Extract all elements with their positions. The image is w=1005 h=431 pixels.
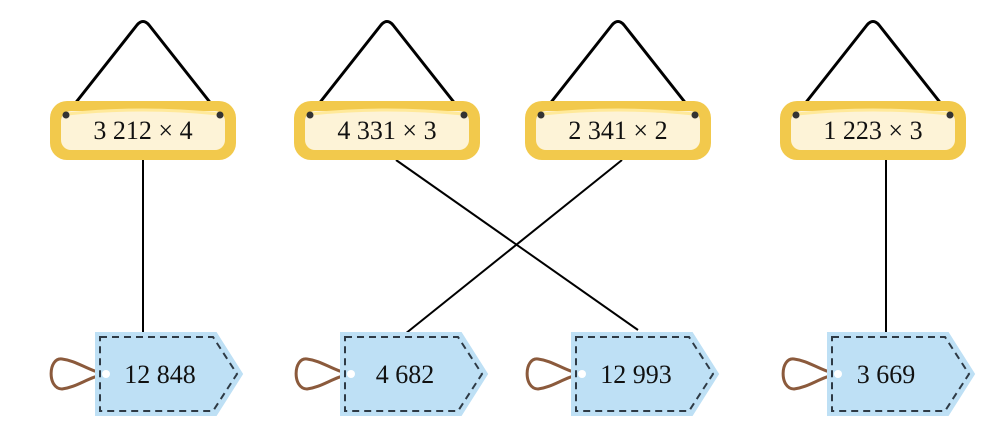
expression-label: 1 223 × 3	[823, 116, 922, 145]
plate-nail	[216, 111, 224, 119]
plate-nail	[62, 111, 70, 119]
expression-plate-1[interactable]: 3 212 × 4	[50, 20, 236, 161]
tag-body	[95, 332, 244, 416]
connector-lines	[142, 159, 887, 335]
tag-border	[99, 336, 239, 412]
plate-nail	[946, 111, 954, 119]
expression-label: 4 331 × 3	[337, 116, 436, 145]
plate-nail	[306, 111, 314, 119]
hanger-string	[539, 20, 697, 116]
tag-border	[344, 336, 484, 412]
result-tag-3[interactable]: 12 993	[525, 332, 720, 416]
expression-plate-2[interactable]: 4 331 × 3	[294, 20, 480, 161]
expression-label: 2 341 × 2	[568, 116, 667, 145]
expression-label: 3 212 × 4	[93, 116, 192, 145]
tag-loop	[781, 357, 839, 391]
tag-hole	[102, 370, 110, 378]
plate-face	[61, 111, 225, 150]
plate-highlight	[541, 108, 695, 116]
plate-highlight	[310, 108, 464, 116]
plate-face	[305, 111, 469, 150]
tag-body	[340, 332, 489, 416]
plate-face	[536, 111, 700, 150]
plate-nail	[460, 111, 468, 119]
connector-line-3	[404, 159, 623, 335]
hanger-string	[64, 20, 222, 116]
result-tag-2[interactable]: 4 682	[294, 332, 489, 416]
plate-nail	[691, 111, 699, 119]
tag-loop	[294, 357, 352, 391]
plate-highlight	[66, 108, 220, 116]
tag-hole	[834, 370, 842, 378]
plate-nail	[792, 111, 800, 119]
result-label: 4 682	[376, 360, 435, 389]
expression-plate-3[interactable]: 2 341 × 2	[525, 20, 711, 161]
result-tag-4[interactable]: 3 669	[781, 332, 976, 416]
tag-body	[827, 332, 976, 416]
tag-loop	[525, 357, 583, 391]
result-label: 12 848	[124, 360, 196, 389]
plate-face	[791, 111, 955, 150]
plate-highlight	[796, 108, 950, 116]
tag-loop	[49, 357, 107, 391]
result-label: 12 993	[600, 360, 672, 389]
hanger-string	[308, 20, 466, 116]
tag-hole	[347, 370, 355, 378]
tag-border	[575, 336, 715, 412]
tag-border	[831, 336, 971, 412]
hanger-string	[794, 20, 952, 116]
result-label: 3 669	[857, 360, 916, 389]
expression-plate-4[interactable]: 1 223 × 3	[780, 20, 966, 161]
tag-hole	[578, 370, 586, 378]
tag-body	[571, 332, 720, 416]
result-tag-1[interactable]: 12 848	[49, 332, 244, 416]
plate-nail	[537, 111, 545, 119]
